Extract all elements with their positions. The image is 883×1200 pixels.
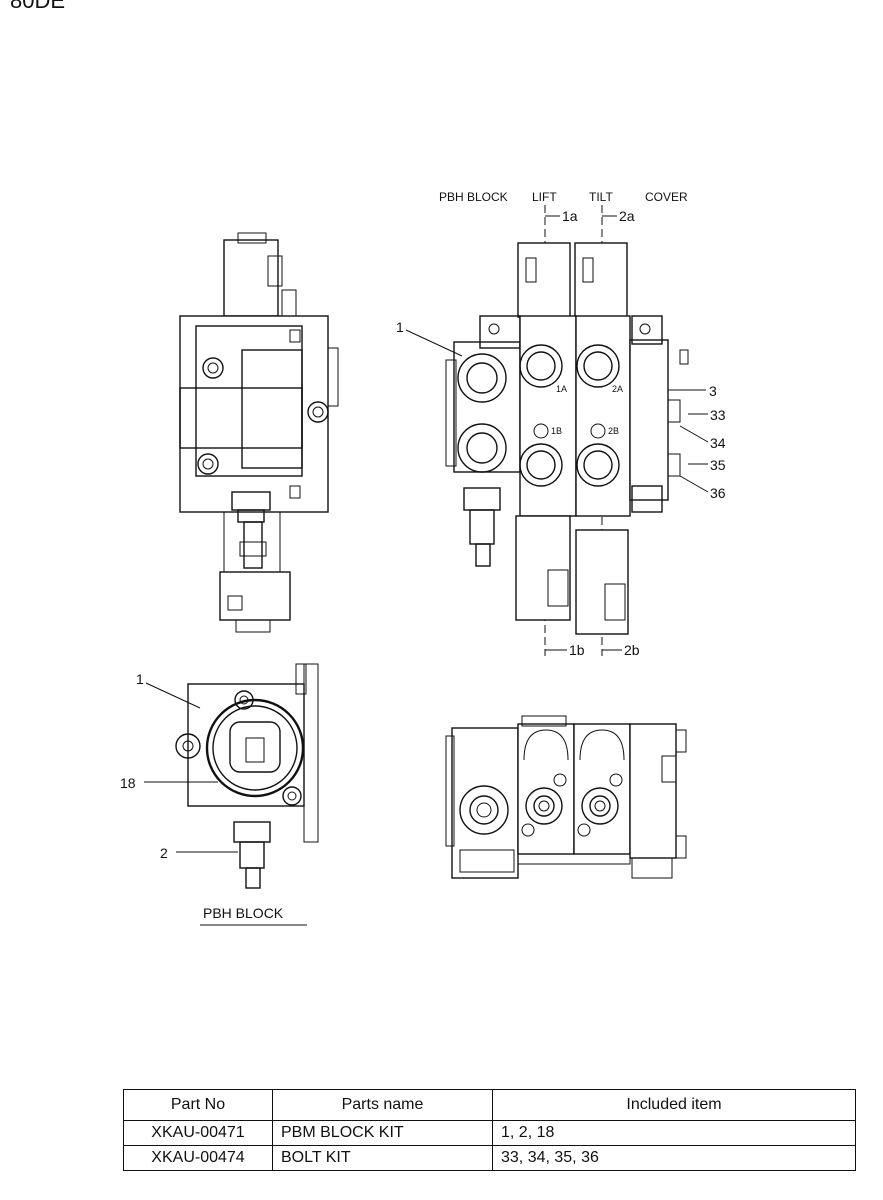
column-header-parts-name: Parts name [272, 1089, 493, 1121]
callout-3: 3 [709, 383, 717, 399]
table-row: XKAU-00471 PBM BLOCK KIT 1, 2, 18 [123, 1120, 856, 1146]
callout-detail-1: 1 [136, 671, 144, 687]
page-title: 80DE [10, 0, 66, 13]
header-tilt: TILT [589, 190, 613, 204]
column-header-included-item: Included item [492, 1089, 856, 1121]
parts-name-cell: PBM BLOCK KIT [272, 1120, 493, 1146]
included-item-cell: 33, 34, 35, 36 [492, 1145, 856, 1171]
header-cover: COVER [645, 190, 688, 204]
callout-1: 1 [396, 319, 404, 335]
port-2a: 2A [612, 384, 623, 394]
callout-34: 34 [710, 435, 726, 451]
parts-name-cell: BOLT KIT [272, 1145, 493, 1171]
side-view [179, 232, 339, 633]
port-1b: 1B [551, 426, 562, 436]
callout-1b: 1b [569, 642, 585, 658]
header-pbh-block: PBH BLOCK [439, 190, 508, 204]
callout-detail-2: 2 [160, 845, 168, 861]
callout-2b: 2b [624, 642, 640, 658]
parts-table: Part No Parts name Included item XKAU-00… [123, 1089, 856, 1171]
front-view: PBH BLOCK LIFT TILT COVER 1a 2a 1b 2b [396, 190, 726, 658]
port-1a: 1A [556, 384, 567, 394]
callout-35: 35 [710, 457, 726, 473]
callout-2a: 2a [619, 208, 635, 224]
part-no-cell: XKAU-00474 [123, 1145, 273, 1171]
table-header-row: Part No Parts name Included item [123, 1089, 856, 1121]
parts-diagram: PBH BLOCK LIFT TILT COVER 1a 2a 1b 2b [120, 190, 726, 926]
callout-36: 36 [710, 485, 726, 501]
callout-detail-18: 18 [120, 775, 136, 791]
callout-1a: 1a [562, 208, 578, 224]
port-2b: 2B [608, 426, 619, 436]
included-item-cell: 1, 2, 18 [492, 1120, 856, 1146]
pbh-block-caption: PBH BLOCK [203, 905, 284, 921]
bottom-view [445, 715, 687, 879]
callout-33: 33 [710, 407, 726, 423]
part-no-cell: XKAU-00471 [123, 1120, 273, 1146]
table-row: XKAU-00474 BOLT KIT 33, 34, 35, 36 [123, 1145, 856, 1171]
column-header-part-no: Part No [123, 1089, 273, 1121]
header-lift: LIFT [532, 190, 557, 204]
pbh-block-detail: 1 18 2 PBH BLOCK [120, 663, 319, 926]
